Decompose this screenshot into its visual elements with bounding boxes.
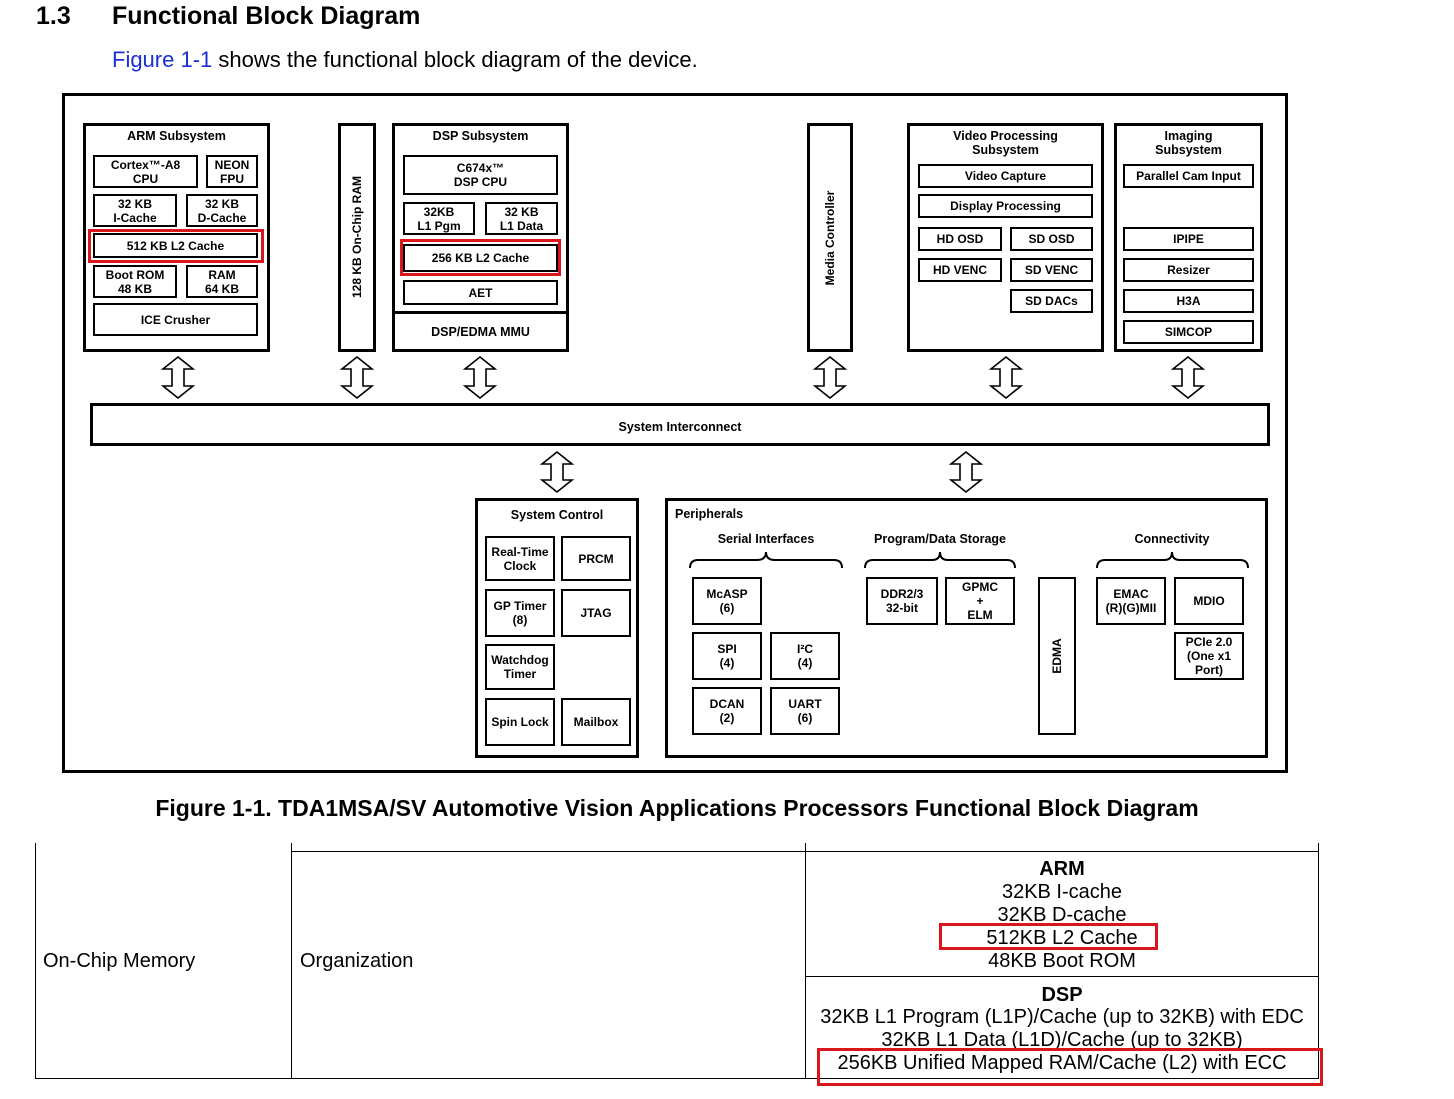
media-controller-block (807, 123, 853, 352)
emac-block: EMAC (R)(G)MII (1096, 577, 1166, 625)
sd-venc-block: SD VENC (1010, 258, 1093, 282)
simcop-block: SIMCOP (1123, 320, 1254, 344)
jtag-block: JTAG (561, 589, 631, 637)
peripherals-title: Peripherals (675, 507, 744, 521)
bidirectional-arrow (539, 450, 575, 494)
table-subrow-divider (805, 976, 1319, 977)
serial-interfaces-title: Serial Interfaces (717, 532, 815, 546)
i2c-block: I²C (4) (770, 632, 840, 680)
bidirectional-arrow (1170, 355, 1206, 400)
intro-paragraph: Figure 1-1 shows the functional block di… (112, 47, 698, 73)
bidirectional-arrow (160, 355, 196, 400)
table-row-top-line (291, 851, 1319, 852)
section-number: 1.3 (36, 2, 71, 30)
sd-osd-block: SD OSD (1010, 227, 1093, 251)
bidirectional-arrow (988, 355, 1024, 400)
dsp-l2-row-highlight (817, 1048, 1323, 1086)
hd-osd-block: HD OSD (918, 227, 1002, 251)
arm-ram-block: RAM 64 KB (186, 265, 258, 298)
hd-venc-block: HD VENC (918, 258, 1002, 282)
edma-block (1038, 577, 1076, 735)
arm-l2-highlight (88, 229, 264, 263)
arm-heading: ARM (1039, 858, 1085, 880)
arm-l2-cache-block: 512 KB L2 Cache (93, 233, 258, 258)
spi-block: SPI (4) (692, 632, 762, 680)
figure-link[interactable]: Figure 1-1 (112, 47, 213, 72)
mailbox-block: Mailbox (561, 698, 631, 746)
mdio-block: MDIO (1174, 577, 1244, 625)
dsp-cpu-block: C674x™ DSP CPU (403, 155, 558, 195)
arm-subsystem-title: ARM Subsystem (127, 129, 226, 143)
spin-lock-block: Spin Lock (485, 698, 555, 746)
dsp-l2-highlight (400, 239, 561, 276)
organization-label: Organization (300, 950, 414, 972)
boot-rom-block: Boot ROM 48 KB (93, 265, 177, 298)
onchip-ram-block (338, 123, 376, 352)
bidirectional-arrow (812, 355, 848, 400)
program-data-storage-title: Program/Data Storage (874, 532, 1006, 546)
mcasp-block: McASP (6) (692, 577, 762, 625)
imaging-subsystem-title: Imaging Subsystem (1155, 129, 1222, 157)
neon-fpu-block: NEON FPU (206, 155, 258, 188)
watchdog-timer-block: Watchdog Timer (485, 644, 555, 690)
h3a-block: H3A (1123, 289, 1254, 313)
dsp-l2-cache-block: 256 KB L2 Cache (403, 244, 558, 272)
prcm-block: PRCM (561, 536, 631, 581)
gp-timer-block: GP Timer (8) (485, 589, 555, 637)
on-chip-memory-label: On-Chip Memory (43, 950, 196, 972)
pcie-block: PCIe 2.0 (One x1 Port) (1174, 632, 1244, 680)
group-braces (689, 551, 1249, 569)
dsp-line: 32KB L1 Data (L1D)/Cache (up to 32KB) (881, 1029, 1243, 1051)
section-title: Functional Block Diagram (112, 2, 421, 30)
arm-line: 32KB D-cache (997, 904, 1127, 926)
ipipe-block: IPIPE (1123, 227, 1254, 251)
gpmc-elm-block: GPMC + ELM (945, 577, 1015, 625)
dsp-line: 256KB Unified Mapped RAM/Cache (L2) with… (837, 1052, 1287, 1074)
table-col-divider-2 (805, 843, 806, 1079)
arm-line: 512KB L2 Cache (986, 927, 1138, 949)
bidirectional-arrow (339, 355, 375, 400)
display-processing-block: Display Processing (918, 194, 1093, 218)
arm-line: 32KB I-cache (1001, 881, 1123, 903)
intro-text: shows the functional block diagram of th… (212, 47, 698, 72)
dsp-l1pgm-block: 32KB L1 Pgm (403, 202, 475, 235)
uart-block: UART (6) (770, 687, 840, 735)
connectivity-title: Connectivity (1134, 532, 1210, 546)
table-col-divider-1 (291, 843, 292, 1079)
sd-dacs-block: SD DACs (1010, 289, 1093, 313)
arm-l2-row-highlight (939, 923, 1158, 950)
cortex-cpu-block: Cortex™-A8 CPU (93, 155, 198, 188)
figure-caption: Figure 1-1. TDA1MSA/SV Automotive Vision… (155, 795, 1199, 821)
table-right-border (1318, 843, 1319, 1079)
dsp-subsystem-title: DSP Subsystem (432, 129, 529, 143)
real-time-clock-block: Real-Time Clock (485, 536, 555, 581)
arm-line: 48KB Boot ROM (988, 950, 1136, 972)
video-capture-block: Video Capture (918, 164, 1093, 188)
table-left-border (35, 843, 36, 1079)
system-interconnect-label: System Interconnect (618, 420, 742, 434)
video-processing-title: Video Processing Subsystem (953, 129, 1058, 157)
dsp-heading: DSP (1041, 984, 1083, 1006)
arm-icache-block: 32 KB I-Cache (93, 194, 177, 227)
system-control-title: System Control (510, 508, 604, 522)
dsp-line: 32KB L1 Program (L1P)/Cache (up to 32KB)… (820, 1006, 1304, 1028)
dsp-edma-mmu-label: DSP/EDMA MMU (431, 325, 530, 339)
dsp-divider (392, 311, 569, 314)
system-interconnect-bus (90, 403, 1270, 446)
bidirectional-arrow (948, 450, 984, 494)
resizer-block: Resizer (1123, 258, 1254, 282)
bidirectional-arrow (462, 355, 498, 400)
table-bottom-border (35, 1078, 1319, 1079)
parallel-cam-input-block: Parallel Cam Input (1123, 164, 1254, 188)
aet-block: AET (403, 280, 558, 305)
arm-dcache-block: 32 KB D-Cache (186, 194, 258, 227)
ice-crusher-block: ICE Crusher (93, 303, 258, 336)
peripherals-block (665, 498, 1268, 758)
dsp-l1data-block: 32 KB L1 Data (485, 202, 558, 235)
dcan-block: DCAN (2) (692, 687, 762, 735)
diagram-frame (62, 93, 1288, 773)
ddr-block: DDR2/3 32-bit (866, 577, 938, 625)
